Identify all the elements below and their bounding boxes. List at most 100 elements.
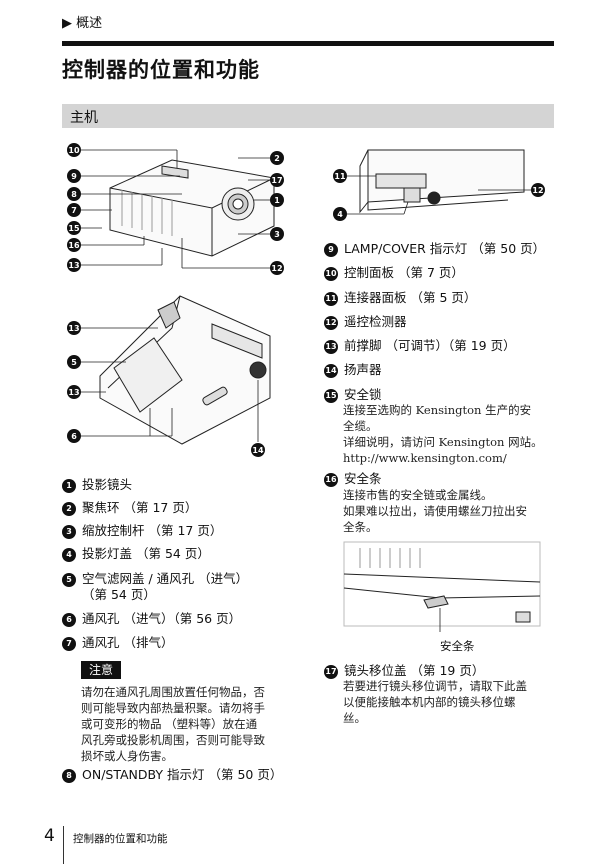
note-line: 损坏或人身伤害。 <box>81 749 173 763</box>
callout-number: 12 <box>324 316 338 330</box>
desc-line: http://www.kensington.com/ <box>343 451 507 465</box>
list-item: 2 聚焦环 （第 17 页） <box>62 499 197 516</box>
list-item: 9 LAMP/COVER 指示灯 （第 50 页） <box>324 240 545 257</box>
list-item: 12 遥控检测器 <box>324 313 407 330</box>
list-item: 16 安全条 <box>324 470 382 487</box>
fig1-callout: 13 <box>68 261 79 270</box>
callout-number: 11 <box>324 292 338 306</box>
fig2-callout: 12 <box>532 186 543 195</box>
list-item: 15 安全锁 <box>324 386 382 403</box>
fig2-callout: 11 <box>334 172 346 181</box>
item-label: ON/STANDBY 指示灯 （第 50 页） <box>82 767 283 782</box>
page-title: 控制器的位置和功能 <box>62 58 260 82</box>
list-item: 8 ON/STANDBY 指示灯 （第 50 页） <box>62 766 282 783</box>
fig1-callout: 1 <box>274 196 280 205</box>
callout-number: 9 <box>324 243 338 257</box>
item-label-continued: （第 54 页） <box>82 587 156 602</box>
list-item: 17 镜头移位盖 （第 19 页） <box>324 662 484 679</box>
list-item: 10 控制面板 （第 7 页） <box>324 264 464 281</box>
breadcrumb: ▶ 概述 <box>62 16 103 31</box>
callout-number: 8 <box>62 769 76 783</box>
fig3-callout: 13 <box>68 388 79 397</box>
note-line: 风孔旁或投影机周围，否则可能导致 <box>81 733 265 747</box>
note-line: 则可能导致内部热量积聚。请勿将手 <box>81 701 265 715</box>
fig1-callout: 17 <box>271 176 282 185</box>
callout-number: 10 <box>324 267 338 281</box>
desc-line: 以便能接触本机内部的镜头移位螺 <box>343 695 516 709</box>
item-label: 镜头移位盖 （第 19 页） <box>344 663 485 678</box>
figure-caption: 安全条 <box>440 639 475 653</box>
item-label: 连接器面板 （第 5 页） <box>344 290 477 305</box>
item-label: 安全锁 <box>344 387 382 402</box>
list-item: 1 投影镜头 <box>62 476 132 493</box>
section-bar: 主机 <box>62 104 554 128</box>
item-label: 扬声器 <box>344 362 382 377</box>
desc-line: 连接市售的安全链或金属线。 <box>343 488 493 502</box>
callout-number: 3 <box>62 525 76 539</box>
footer-divider <box>63 826 64 864</box>
callout-number: 15 <box>324 389 338 403</box>
callout-number: 1 <box>62 479 76 493</box>
list-item: 4 投影灯盖 （第 54 页） <box>62 545 210 562</box>
desc-line: 若要进行镜头移位调节，请取下此盖 <box>343 679 527 693</box>
fig1-callout: 16 <box>68 241 80 250</box>
list-item: 3 缩放控制杆 （第 17 页） <box>62 522 222 539</box>
item-label: LAMP/COVER 指示灯 （第 50 页） <box>344 241 546 256</box>
fig2-callout: 4 <box>337 210 343 219</box>
fig1-callout: 7 <box>71 206 77 215</box>
list-item: 11 连接器面板 （第 5 页） <box>324 289 476 306</box>
desc-line: 如果难以拉出，请使用螺丝刀拉出安 <box>343 504 527 518</box>
item-label: 前撑脚 （可调节）（第 19 页） <box>344 338 516 353</box>
item-label: 通风孔 （进气）（第 56 页） <box>82 611 242 626</box>
projector-bottom-figure: 13 5 13 6 14 <box>67 295 271 457</box>
desc-line: 连接至选购的 Kensington 生产的安 <box>343 403 532 417</box>
note-line: 请勿在通风孔周围放置任何物品，否 <box>81 685 265 699</box>
list-item: 5 空气滤网盖 / 通风孔 （进气） <box>62 570 248 587</box>
callout-number: 13 <box>324 340 338 354</box>
item-description: 连接至选购的 Kensington 生产的安 全缆。 详细说明，请访问 Kens… <box>343 402 558 466</box>
note-tag: 注意 <box>81 661 121 679</box>
callout-number: 7 <box>62 637 76 651</box>
fig3-callout: 13 <box>68 324 79 333</box>
item-description: 若要进行镜头移位调节，请取下此盖 以便能接触本机内部的镜头移位螺 丝。 <box>343 678 558 726</box>
list-item: 14 扬声器 <box>324 361 382 378</box>
note-line: 或可变形的物品 （塑料等）放在通 <box>81 717 258 731</box>
item-label: 投影灯盖 （第 54 页） <box>82 546 210 561</box>
item-label: 安全条 <box>344 471 382 486</box>
fig1-callout: 3 <box>274 230 280 239</box>
callout-number: 17 <box>324 665 338 679</box>
callout-number: 6 <box>62 613 76 627</box>
list-item: 13 前撑脚 （可调节）（第 19 页） <box>324 337 516 354</box>
item-label: 空气滤网盖 / 通风孔 （进气） <box>82 571 249 586</box>
fig1-callout: 2 <box>274 154 280 163</box>
item-label: 控制面板 （第 7 页） <box>344 265 464 280</box>
callout-number: 2 <box>62 502 76 516</box>
callout-number: 4 <box>62 548 76 562</box>
projector-front-figure: 10 9 8 7 15 16 13 2 17 1 3 12 <box>67 143 284 275</box>
fig1-callout: 10 <box>68 146 80 155</box>
callout-number: 5 <box>62 573 76 587</box>
item-label: 投影镜头 <box>82 477 133 492</box>
projector-rear-figure: 11 12 4 <box>333 149 545 221</box>
item-label: 通风孔 （排气） <box>82 635 174 650</box>
page-number: 4 <box>44 826 55 846</box>
item-label: 缩放控制杆 （第 17 页） <box>82 523 223 538</box>
fig3-callout: 6 <box>71 432 77 441</box>
callout-number: 16 <box>324 473 338 487</box>
note-text: 请勿在通风孔周围放置任何物品，否 则可能导致内部热量积聚。请勿将手 或可变形的物… <box>81 684 301 764</box>
title-rule <box>62 41 554 46</box>
section-title: 主机 <box>70 110 98 126</box>
list-item: 7 通风孔 （排气） <box>62 634 173 651</box>
desc-line: 全缆。 <box>343 419 378 433</box>
fig3-callout: 14 <box>252 446 264 455</box>
item-label: 遥控检测器 <box>344 314 407 329</box>
callout-number: 14 <box>324 364 338 378</box>
fig1-callout: 15 <box>68 224 80 233</box>
list-item: 6 通风孔 （进气）（第 56 页） <box>62 610 241 627</box>
item-label: 聚焦环 （第 17 页） <box>82 500 198 515</box>
fig3-callout: 5 <box>71 358 77 367</box>
desc-line: 详细说明，请访问 Kensington 网站。 <box>343 435 543 449</box>
desc-line: 全条。 <box>343 520 378 534</box>
security-bar-figure <box>343 541 541 632</box>
fig1-callout: 9 <box>71 172 77 181</box>
